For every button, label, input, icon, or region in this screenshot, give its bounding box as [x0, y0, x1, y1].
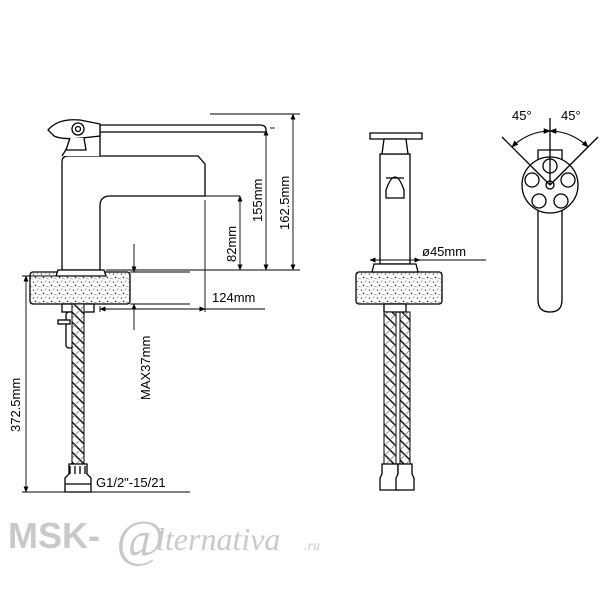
base-ring-side — [55, 269, 107, 277]
dim-outlet-height: 82mm — [224, 226, 239, 262]
hose-nut-front-2 — [395, 463, 415, 491]
counter-slab-side — [29, 271, 131, 305]
dim-base-diameter: ø45mm — [422, 244, 466, 259]
watermark-prefix: MSK- — [8, 515, 100, 556]
watermark-suffix: lternativa — [156, 521, 280, 557]
dimension-lines — [22, 113, 486, 493]
dim-max-thickness: MAX37mm — [138, 336, 153, 400]
dim-reach: 124mm — [212, 290, 255, 305]
side-view — [29, 119, 267, 493]
top-view — [501, 118, 599, 313]
faucet-body-side — [61, 155, 206, 271]
dim-total-height: 162.5mm — [277, 176, 292, 230]
front-view — [355, 132, 443, 491]
dim-spout-height: 155mm — [250, 179, 265, 222]
supply-hose-front — [383, 311, 397, 465]
lever-handle-side — [99, 124, 267, 133]
base-ring-front — [371, 263, 419, 273]
watermark-at: @ — [116, 511, 164, 568]
supply-hose-side — [71, 303, 85, 465]
hose-nut-side — [64, 463, 92, 493]
lever-handle-front — [369, 132, 423, 140]
faucet-body-front — [379, 153, 411, 265]
watermark-tld: .ru — [304, 539, 320, 554]
angle-left-label: 45° — [512, 108, 532, 123]
angle-right-label: 45° — [561, 108, 581, 123]
dim-hose-length: 372.5mm — [8, 378, 23, 432]
counter-slab-front — [355, 271, 443, 305]
watermark-logo: MSK- @ lternativa .ru — [8, 511, 320, 568]
dim-thread: G1/2"-15/21 — [96, 475, 166, 490]
